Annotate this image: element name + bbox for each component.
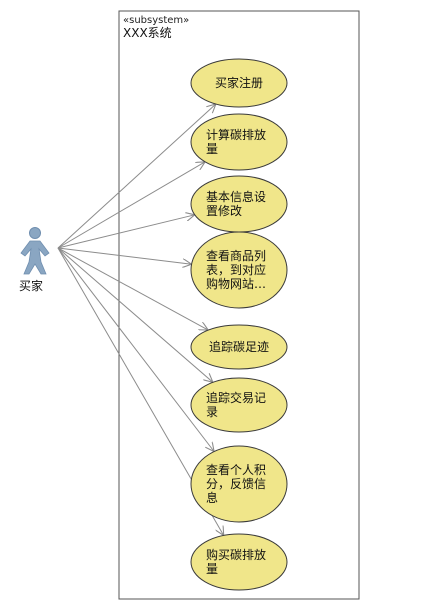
- actor-label: 买家: [19, 278, 43, 293]
- stick-figure-icon: [20, 227, 50, 275]
- use-case-ellipse: [190, 231, 288, 309]
- use-case-label: 分，反馈信: [206, 477, 266, 491]
- association-line-uc2: [57, 162, 205, 249]
- use-case-label: 追踪碳足迹: [209, 339, 269, 354]
- association-line-uc3: [57, 215, 195, 249]
- system-name: XXX系统: [123, 26, 172, 40]
- association-line-uc7: [57, 247, 214, 452]
- system-stereotype: «subsystem»: [123, 15, 189, 26]
- use-case-label: 基本信息设: [206, 189, 266, 204]
- use-case-label: 录: [206, 405, 218, 419]
- use-case-uc5[interactable]: 追踪碳足迹: [190, 324, 288, 370]
- association-line-uc4: [57, 247, 192, 264]
- use-case-label: 计算碳排放: [206, 127, 266, 142]
- actor-buyer[interactable]: 买家: [19, 227, 50, 294]
- use-case-label: 表，到对应: [206, 262, 266, 277]
- association-lines: [57, 104, 224, 536]
- use-case-ellipse: [190, 113, 288, 171]
- use-case-label: 购物网站…: [206, 276, 266, 291]
- use-case-label: 置修改: [206, 203, 242, 218]
- use-case-label: 购买碳排放: [206, 547, 266, 562]
- use-case-group: 买家注册计算碳排放量基本信息设置修改查看商品列表，到对应购物网站…追踪碳足迹追踪…: [190, 58, 288, 591]
- use-case-uc1[interactable]: 买家注册: [190, 58, 288, 108]
- use-case-label: 息: [206, 490, 218, 505]
- use-case-ellipse: [190, 58, 288, 108]
- use-case-ellipse: [190, 533, 288, 591]
- use-case-ellipse: [190, 445, 288, 523]
- use-case-label: 追踪交易记: [206, 390, 266, 405]
- association-line-uc6: [57, 247, 213, 382]
- association-line-uc1: [57, 104, 216, 249]
- use-case-ellipse: [190, 324, 288, 370]
- use-case-uc4[interactable]: 查看商品列表，到对应购物网站…: [190, 231, 288, 309]
- use-case-label: 量: [206, 142, 218, 156]
- use-case-label: 买家注册: [215, 75, 263, 90]
- use-case-label: 查看商品列: [206, 248, 266, 263]
- association-line-uc5: [57, 247, 208, 330]
- use-case-label: 量: [206, 562, 218, 576]
- use-case-ellipse: [190, 377, 288, 433]
- use-case-label: 查看个人积: [206, 463, 266, 477]
